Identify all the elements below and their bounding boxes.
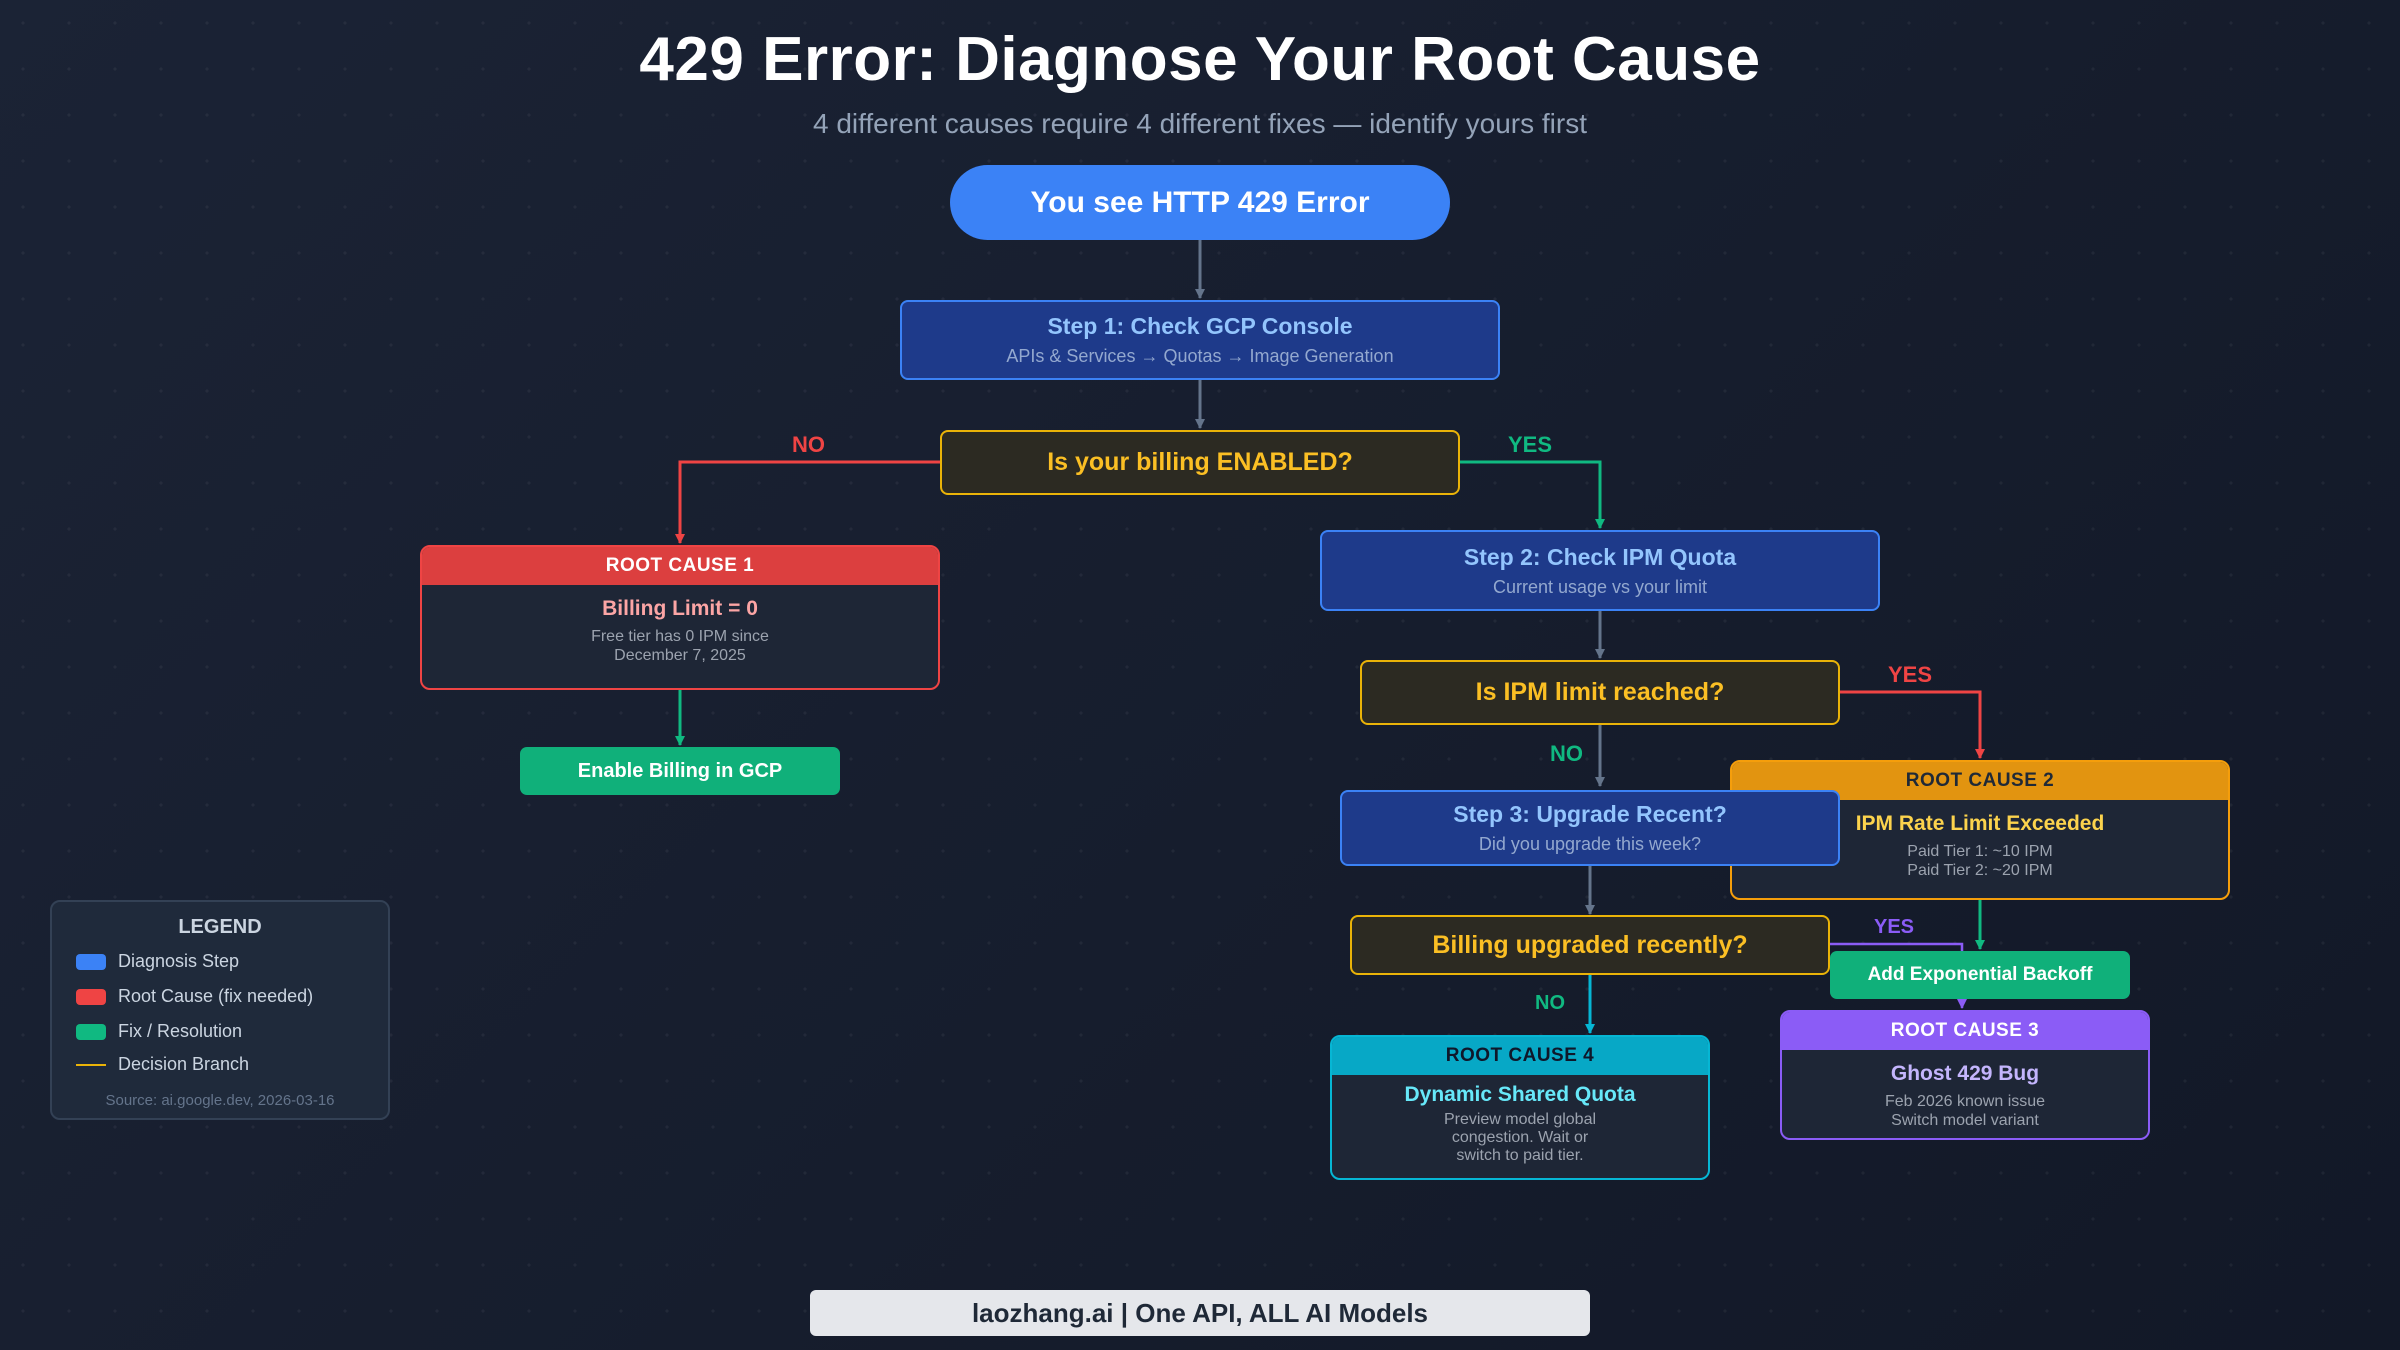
legend-line-yellow [76,1063,106,1066]
step2-title: Step 2: Check IPM Quota [1463,543,1737,570]
decision1-billing-enabled: Is your billing ENABLED? [940,430,1460,495]
root-cause-2-body: Paid Tier 1: ~10 IPM Paid Tier 2: ~20 IP… [1907,843,2053,879]
root-cause-1-header: ROOT CAUSE 1 [422,547,938,585]
step3-subtitle: Did you upgrade this week? [1478,834,1702,854]
legend-item-fix: Fix / Resolution [76,1021,242,1042]
fix-enable-billing: Enable Billing in GCP [520,747,840,795]
root-cause-1-title: Billing Limit = 0 [602,597,758,620]
root-cause-4-header: ROOT CAUSE 4 [1332,1037,1708,1075]
label-d3-no: NO [1535,992,1565,1014]
page-subtitle: 4 different causes require 4 different f… [812,108,1587,139]
legend-title: LEGEND [178,916,262,938]
decision2-ipm-limit: Is IPM limit reached? [1360,660,1840,725]
footer-banner: laozhang.ai | One API, ALL AI Models [810,1290,1590,1336]
step3-box: Step 3: Upgrade Recent? Did you upgrade … [1340,790,1840,866]
decision3-billing-upgraded: Billing upgraded recently? [1350,915,1830,975]
label-d1-yes: YES [1508,432,1553,457]
page-title: 429 Error: Diagnose Your Root Cause [639,25,1761,94]
fix-exponential-backoff: Add Exponential Backoff [1830,951,2130,999]
root-cause-3-title: Ghost 429 Bug [1890,1062,2040,1085]
legend-item-root-cause: Root Cause (fix needed) [76,986,313,1007]
legend-swatch-red [76,988,106,1005]
start-node: You see HTTP 429 Error [950,165,1450,240]
legend-label: Diagnosis Step [118,951,240,971]
legend-label: Fix / Resolution [118,1021,243,1041]
step2-subtitle: Current usage vs your limit [1492,576,1708,597]
legend-item-decision: Decision Branch [76,1054,249,1075]
root-cause-4-card: ROOT CAUSE 4 Dynamic Shared Quota Previe… [1330,1035,1710,1180]
legend-label: Root Cause (fix needed) [118,986,314,1006]
root-cause-3-card: ROOT CAUSE 3 Ghost 429 Bug Feb 2026 know… [1780,1010,2150,1140]
arrow-decision2-yes [1840,690,1985,759]
step1-box: Step 1: Check GCP Console APIs & Service… [900,300,1500,380]
root-cause-3-body: Feb 2026 known issue Switch model varian… [1884,1093,2046,1129]
root-cause-2-title: IPM Rate Limit Exceeded [1855,812,2105,835]
label-d3-yes: YES [1874,916,1915,938]
root-cause-4-body: Preview model global congestion. Wait or… [1443,1111,1597,1164]
root-cause-1-body: Free tier has 0 IPM since December 7, 20… [591,628,769,664]
step1-title: Step 1: Check GCP Console [1047,313,1353,339]
legend-item-diagnosis: Diagnosis Step [76,951,239,972]
root-cause-3-header: ROOT CAUSE 3 [1782,1012,2148,1050]
step2-box: Step 2: Check IPM Quota Current usage vs… [1320,530,1880,611]
legend-source: Source: ai.google.dev, 2026-03-16 [105,1092,335,1109]
step1-subtitle: APIs & Services → Quotas → Image Generat… [1006,346,1394,366]
root-cause-4-title: Dynamic Shared Quota [1404,1083,1636,1106]
arrow-decision1-yes [1460,460,1605,529]
root-cause-1-card: ROOT CAUSE 1 Billing Limit = 0 Free tier… [420,545,940,690]
arrow-decision1-no [675,460,940,544]
label-d2-yes: YES [1888,662,1933,687]
label-d2-no: NO [1550,741,1583,766]
label-d1-no: NO [792,432,825,457]
step3-title: Step 3: Upgrade Recent? [1453,801,1727,827]
legend-label: Decision Branch [118,1054,250,1074]
legend-swatch-green [76,1023,106,1040]
legend-panel: LEGEND Diagnosis Step Root Cause (fix ne… [50,900,390,1120]
legend-swatch-blue [76,953,106,970]
